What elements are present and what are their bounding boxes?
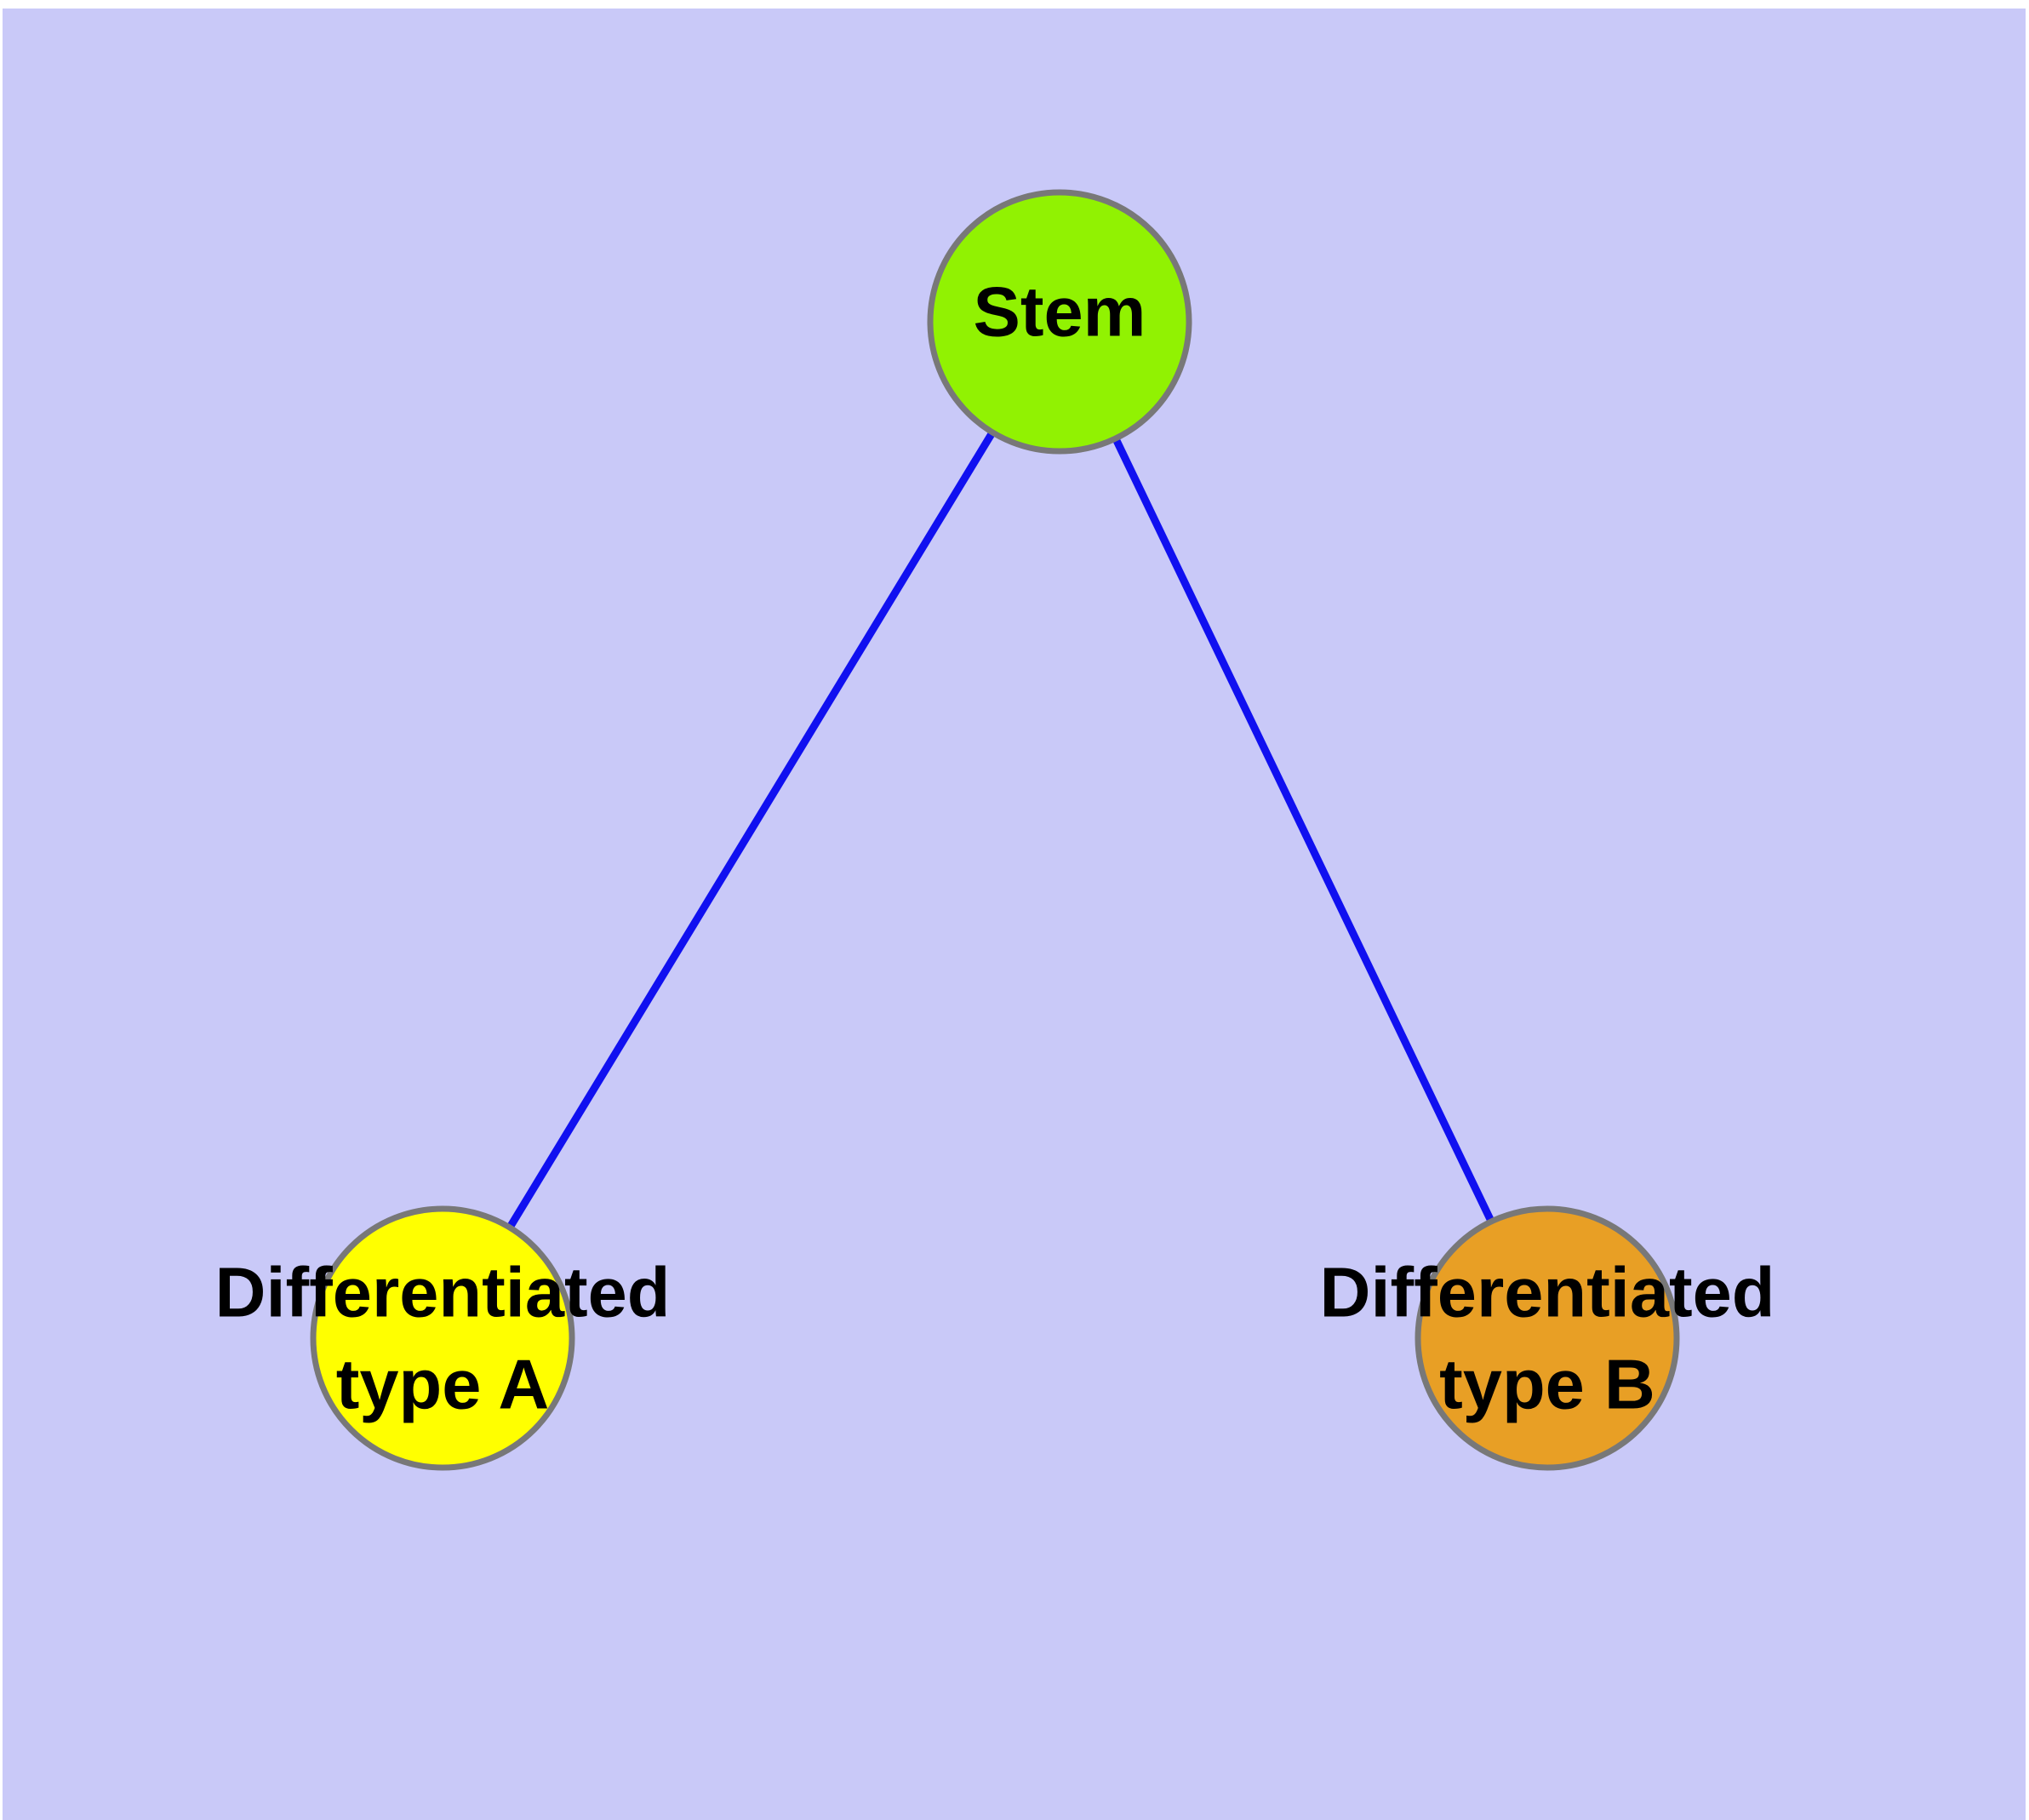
node-differentiated-type-a-label-line-1: Differentiated xyxy=(215,1253,671,1332)
node-stem-label: Stem xyxy=(974,272,1146,352)
node-differentiated-type-a-label: Differentiated type A xyxy=(215,1253,671,1424)
nodes-layer xyxy=(310,189,1680,1471)
node-differentiated-type-b-label: Differentiated type B xyxy=(1320,1253,1775,1424)
node-differentiated-type-a-circle xyxy=(310,1205,575,1471)
node-stem-circle xyxy=(927,189,1192,455)
node-differentiated-type-b-circle xyxy=(1415,1205,1680,1471)
edges-layer xyxy=(439,319,1552,1341)
node-stem-label-line-1: Stem xyxy=(974,272,1146,352)
node-differentiated-type-a-label-line-2: type A xyxy=(336,1345,550,1424)
edge-stem-to-differentiated-type-b xyxy=(1055,320,1552,1340)
node-differentiated-type-b-label-line-1: Differentiated xyxy=(1320,1253,1775,1332)
edge-stem-to-differentiated-type-a xyxy=(439,319,1063,1341)
node-differentiated-type-b-label-line-2: type B xyxy=(1439,1345,1655,1424)
